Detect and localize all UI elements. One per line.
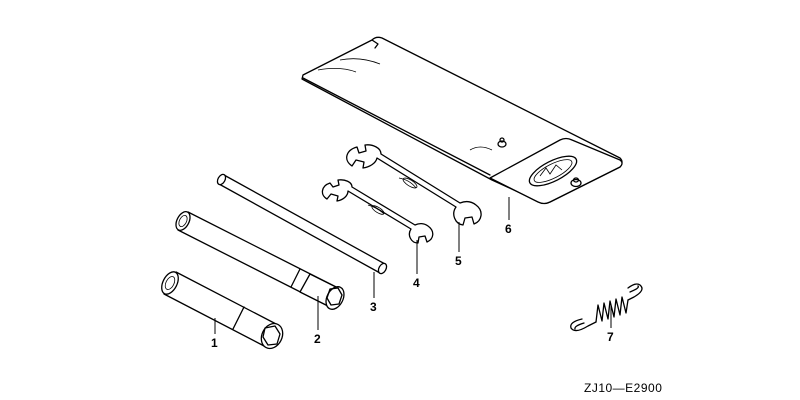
diagram-code: ZJ10—E2900 (584, 381, 663, 395)
box-spanner-short[interactable] (158, 269, 286, 352)
wrench-small[interactable] (321, 179, 434, 244)
spring[interactable] (570, 283, 643, 332)
box-spanner-long[interactable] (173, 209, 347, 312)
callout-3: 3 (370, 300, 377, 314)
callout-1: 1 (211, 336, 218, 350)
callout-7: 7 (607, 330, 614, 344)
callout-6: 6 (505, 222, 512, 236)
callout-4: 4 (413, 276, 420, 290)
tool-bag[interactable] (301, 36, 623, 205)
callout-5: 5 (455, 254, 462, 268)
wrench-large[interactable] (346, 144, 482, 226)
callout-2: 2 (314, 332, 321, 346)
tommy-bar[interactable] (216, 173, 388, 275)
